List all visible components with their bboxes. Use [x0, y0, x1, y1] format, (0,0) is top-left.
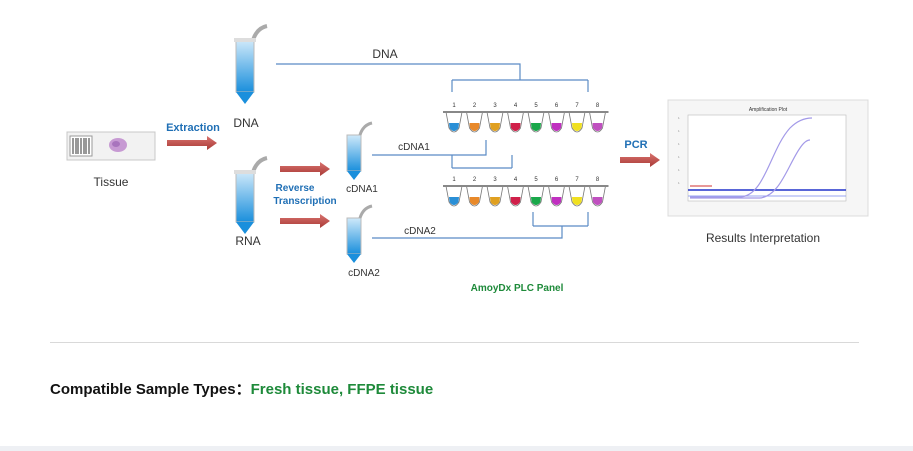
well-number-upper: 2 — [473, 103, 477, 109]
transcription-label: Transcription — [273, 196, 336, 207]
well-reagent-lower — [469, 197, 480, 205]
well-number-lower: 6 — [555, 177, 559, 183]
dna-line-label: DNA — [372, 47, 397, 61]
well-number-upper: 3 — [493, 103, 497, 109]
cdna2-label: cDNA2 — [348, 268, 380, 279]
svg-text:1: 1 — [678, 155, 680, 159]
pcr-label: PCR — [624, 139, 647, 151]
sample-types-label: Compatible Sample Types： — [50, 381, 251, 398]
well-number-upper: 6 — [555, 103, 559, 109]
well-number-upper: 8 — [596, 103, 600, 109]
well-reagent-upper — [449, 123, 459, 131]
svg-text:1: 1 — [678, 129, 680, 133]
amplification-plot: Amplification Plot 1 1 1 1 1 1 — [667, 99, 869, 217]
tissue-cassette-icon — [66, 131, 156, 161]
section-divider — [50, 342, 859, 343]
cdna1-line-label: cDNA1 — [398, 142, 430, 153]
results-label: Results Interpretation — [706, 231, 820, 245]
bottom-bar — [0, 446, 913, 451]
rt-arrow-upper-icon — [280, 162, 330, 176]
well-reagent-upper — [510, 123, 521, 131]
pcr-strip-lower: 1 2 3 4 5 6 7 8 — [443, 177, 609, 207]
well-reagent-lower — [449, 197, 459, 205]
well-number-lower: 8 — [596, 177, 600, 183]
extraction-arrow-icon — [167, 136, 217, 150]
well-reagent-lower — [592, 197, 603, 205]
well-reagent-upper — [490, 123, 500, 131]
cdna2-tube-icon — [346, 204, 373, 263]
well-number-upper: 4 — [514, 103, 518, 109]
dna-label: DNA — [233, 116, 258, 130]
well-reagent-lower — [551, 197, 562, 205]
svg-text:1: 1 — [678, 168, 680, 172]
well-number-upper: 5 — [534, 103, 538, 109]
svg-text:1: 1 — [678, 181, 680, 185]
compatible-sample-types: Compatible Sample Types：Fresh tissue, FF… — [50, 378, 433, 399]
workflow-diagram: Tissue Extraction DNA RNA Reverse Transc… — [66, 24, 869, 294]
well-number-lower: 7 — [575, 177, 579, 183]
svg-text:1: 1 — [678, 142, 680, 146]
strip-cap-bar-lower — [443, 185, 609, 187]
rt-arrow-lower-icon — [280, 214, 330, 228]
well-number-lower: 4 — [514, 177, 518, 183]
well-number-lower: 3 — [493, 177, 497, 183]
well-reagent-upper — [551, 123, 562, 131]
cdna1-label: cDNA1 — [346, 184, 378, 195]
well-reagent-upper — [469, 123, 480, 131]
well-reagent-lower — [531, 197, 541, 205]
panel-label: AmoyDx PLC Panel — [471, 283, 564, 294]
cdna1-tube-icon — [346, 121, 373, 180]
plot-title: Amplification Plot — [749, 107, 788, 113]
sample-types-value: Fresh tissue, FFPE tissue — [250, 381, 434, 398]
well-reagent-upper — [592, 123, 603, 131]
well-reagent-lower — [510, 197, 521, 205]
well-reagent-upper — [531, 123, 541, 131]
extraction-label: Extraction — [166, 122, 220, 134]
well-number-lower: 1 — [452, 177, 456, 183]
well-reagent-lower — [490, 197, 500, 205]
reverse-label: Reverse — [276, 183, 315, 194]
rna-label: RNA — [235, 234, 260, 248]
tissue-label: Tissue — [94, 175, 129, 189]
pcr-arrow-icon — [620, 153, 660, 167]
svg-text:1: 1 — [678, 116, 680, 120]
well-number-lower: 5 — [534, 177, 538, 183]
connector-lines — [276, 63, 589, 239]
well-number-upper: 7 — [575, 103, 579, 109]
well-number-lower: 2 — [473, 177, 477, 183]
pcr-strip-upper: 1 2 3 4 5 6 7 8 — [443, 103, 609, 133]
rna-tube-icon — [234, 156, 268, 234]
cdna2-line-label: cDNA2 — [404, 226, 436, 237]
well-number-upper: 1 — [452, 103, 456, 109]
dna-tube-icon — [234, 24, 268, 104]
well-reagent-upper — [572, 123, 582, 131]
strip-cap-bar-upper — [443, 111, 609, 113]
well-reagent-lower — [572, 197, 582, 205]
